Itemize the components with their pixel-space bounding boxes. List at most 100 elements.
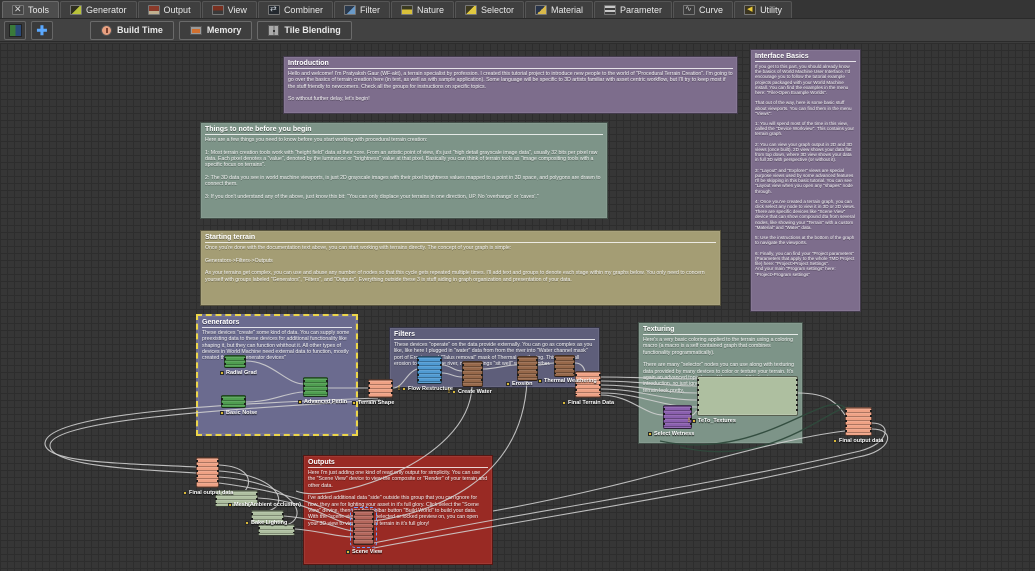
tab-generator[interactable]: Generator <box>60 1 137 18</box>
toolbar-tabbar: Tools Generator Output View Combiner Fil… <box>0 0 1035 19</box>
selector-icon <box>464 5 477 15</box>
group-outputs[interactable]: Outputs Here I'm just adding one kind of… <box>303 455 493 565</box>
tab-label: Utility <box>760 5 783 15</box>
nature-icon <box>400 5 413 15</box>
utility-icon <box>744 5 757 15</box>
node-label: Mesh(Ambient occlusion) <box>226 502 301 508</box>
tab-utility[interactable]: Utility <box>734 1 793 18</box>
node-select-wetness[interactable] <box>663 405 692 429</box>
group-starting-terrain[interactable]: Starting terrain Once you're done with t… <box>200 230 721 306</box>
node-label-text: Advanced Perlin <box>304 399 348 405</box>
node-radial-grad[interactable] <box>224 355 246 368</box>
node-teto-textures-macro[interactable] <box>697 376 798 416</box>
tab-label: Tools <box>28 5 50 15</box>
output-icon <box>147 5 160 15</box>
tab-combiner[interactable]: Combiner <box>257 1 333 18</box>
node-label: Radial Grad <box>218 370 257 376</box>
device-workview-canvas[interactable]: Introduction Hello and welcome! I'm Prat… <box>0 43 1035 571</box>
node-label-text: Radial Grad <box>226 370 257 376</box>
enabled-icon[interactable] <box>228 503 232 507</box>
node-label-text: Final output data <box>189 490 234 496</box>
tab-filter[interactable]: Filter <box>333 1 390 18</box>
toolbar-actions: ✚ Build Time Memory Tile Blending <box>0 19 1035 42</box>
tab-output[interactable]: Output <box>137 1 201 18</box>
enabled-icon[interactable] <box>506 382 510 386</box>
group-body: If you get to this part, you should alre… <box>755 64 856 277</box>
node-label: Bake Lighting <box>243 520 287 526</box>
group-title: Outputs <box>308 459 488 468</box>
tab-label: Selector <box>480 5 514 15</box>
enabled-icon[interactable] <box>402 387 406 391</box>
tab-view[interactable]: View <box>201 1 257 18</box>
tab-selector[interactable]: Selector <box>454 1 524 18</box>
group-things-to-note[interactable]: Things to note before you begin Here are… <box>200 122 608 219</box>
build-time-button[interactable]: Build Time <box>90 20 174 40</box>
memory-chip-icon <box>189 25 202 35</box>
node-final-output-data-left[interactable] <box>196 457 219 488</box>
node-create-water[interactable] <box>462 361 483 387</box>
node-label-text: Flow Restructure <box>408 386 453 392</box>
tile-blending-button[interactable]: Tile Blending <box>257 20 352 40</box>
generator-icon <box>70 5 83 15</box>
tab-label: Curve <box>699 5 724 15</box>
group-title: Filters <box>394 331 595 340</box>
tiles-icon <box>268 24 280 36</box>
enabled-icon[interactable] <box>562 401 566 405</box>
tab-parameter[interactable]: Parameter <box>594 1 673 18</box>
group-title: Texturing <box>643 326 798 335</box>
group-introduction[interactable]: Introduction Hello and welcome! I'm Prat… <box>283 56 738 114</box>
node-label: Thermal Weathering <box>536 378 597 384</box>
enabled-icon[interactable] <box>538 379 542 383</box>
enabled-icon[interactable] <box>833 439 837 443</box>
node-label-text: Basic Noise <box>226 410 258 416</box>
memory-button[interactable]: Memory <box>178 20 253 40</box>
group-body: These devices "create" some kind of data… <box>202 330 350 362</box>
group-body: Hello and welcome! I'm Pratyaksh Gaur (W… <box>288 71 733 103</box>
enabled-icon[interactable] <box>220 411 224 415</box>
group-title: Generators <box>202 319 352 328</box>
node-flow-restructure[interactable] <box>417 356 442 384</box>
enabled-icon[interactable] <box>452 390 456 394</box>
enabled-icon[interactable] <box>648 432 652 436</box>
node-terrain-shape[interactable] <box>368 379 393 398</box>
group-interface-basics[interactable]: Interface Basics If you get to this part… <box>750 49 861 312</box>
parameter-icon <box>604 5 617 15</box>
node-label: ! Flow Restructure <box>398 386 453 392</box>
filter-icon <box>343 5 356 15</box>
tab-tools[interactable]: Tools <box>2 1 60 18</box>
node-label-text: Mesh(Ambient occlusion) <box>234 502 301 508</box>
node-label-text: Thermal Weathering <box>544 378 597 384</box>
node-final-output-data-right[interactable] <box>845 407 872 436</box>
tab-material[interactable]: Material <box>525 1 594 18</box>
node-label: Final output data <box>181 490 233 496</box>
node-final-terrain-data[interactable] <box>575 371 601 398</box>
enabled-icon[interactable] <box>352 401 356 405</box>
enabled-icon[interactable] <box>220 371 224 375</box>
add-device-button[interactable]: ✚ <box>31 20 53 40</box>
view-icon <box>211 5 224 15</box>
enabled-icon[interactable] <box>245 521 249 525</box>
node-label: Erosion <box>504 381 532 387</box>
node-scene-view[interactable] <box>350 507 377 548</box>
tab-nature[interactable]: Nature <box>390 1 454 18</box>
tab-label: Material <box>551 5 584 15</box>
layout-view-button[interactable] <box>4 20 26 40</box>
enabled-icon[interactable] <box>346 550 350 554</box>
node-label: Final Terrain Data <box>560 400 614 406</box>
group-title: Things to note before you begin <box>205 126 603 135</box>
tab-curve[interactable]: Curve <box>673 1 734 18</box>
node-basic-noise[interactable] <box>221 395 246 408</box>
enabled-icon[interactable] <box>298 400 302 404</box>
enabled-icon[interactable] <box>692 419 696 423</box>
node-label: !TeTo_Textures <box>688 418 736 424</box>
group-body: Here are a few things you need to know b… <box>205 137 601 201</box>
node-label-text: Erosion <box>512 381 533 387</box>
node-erosion[interactable] <box>517 356 538 381</box>
group-title: Introduction <box>288 60 733 69</box>
enabled-icon[interactable] <box>183 491 187 495</box>
node-advanced-perlin[interactable] <box>303 377 328 397</box>
node-thermal-weathering[interactable] <box>554 355 575 377</box>
tab-label: Combiner <box>283 5 323 15</box>
warning-mark: ! <box>398 386 400 392</box>
node-label: Terrain Shape <box>350 400 394 406</box>
